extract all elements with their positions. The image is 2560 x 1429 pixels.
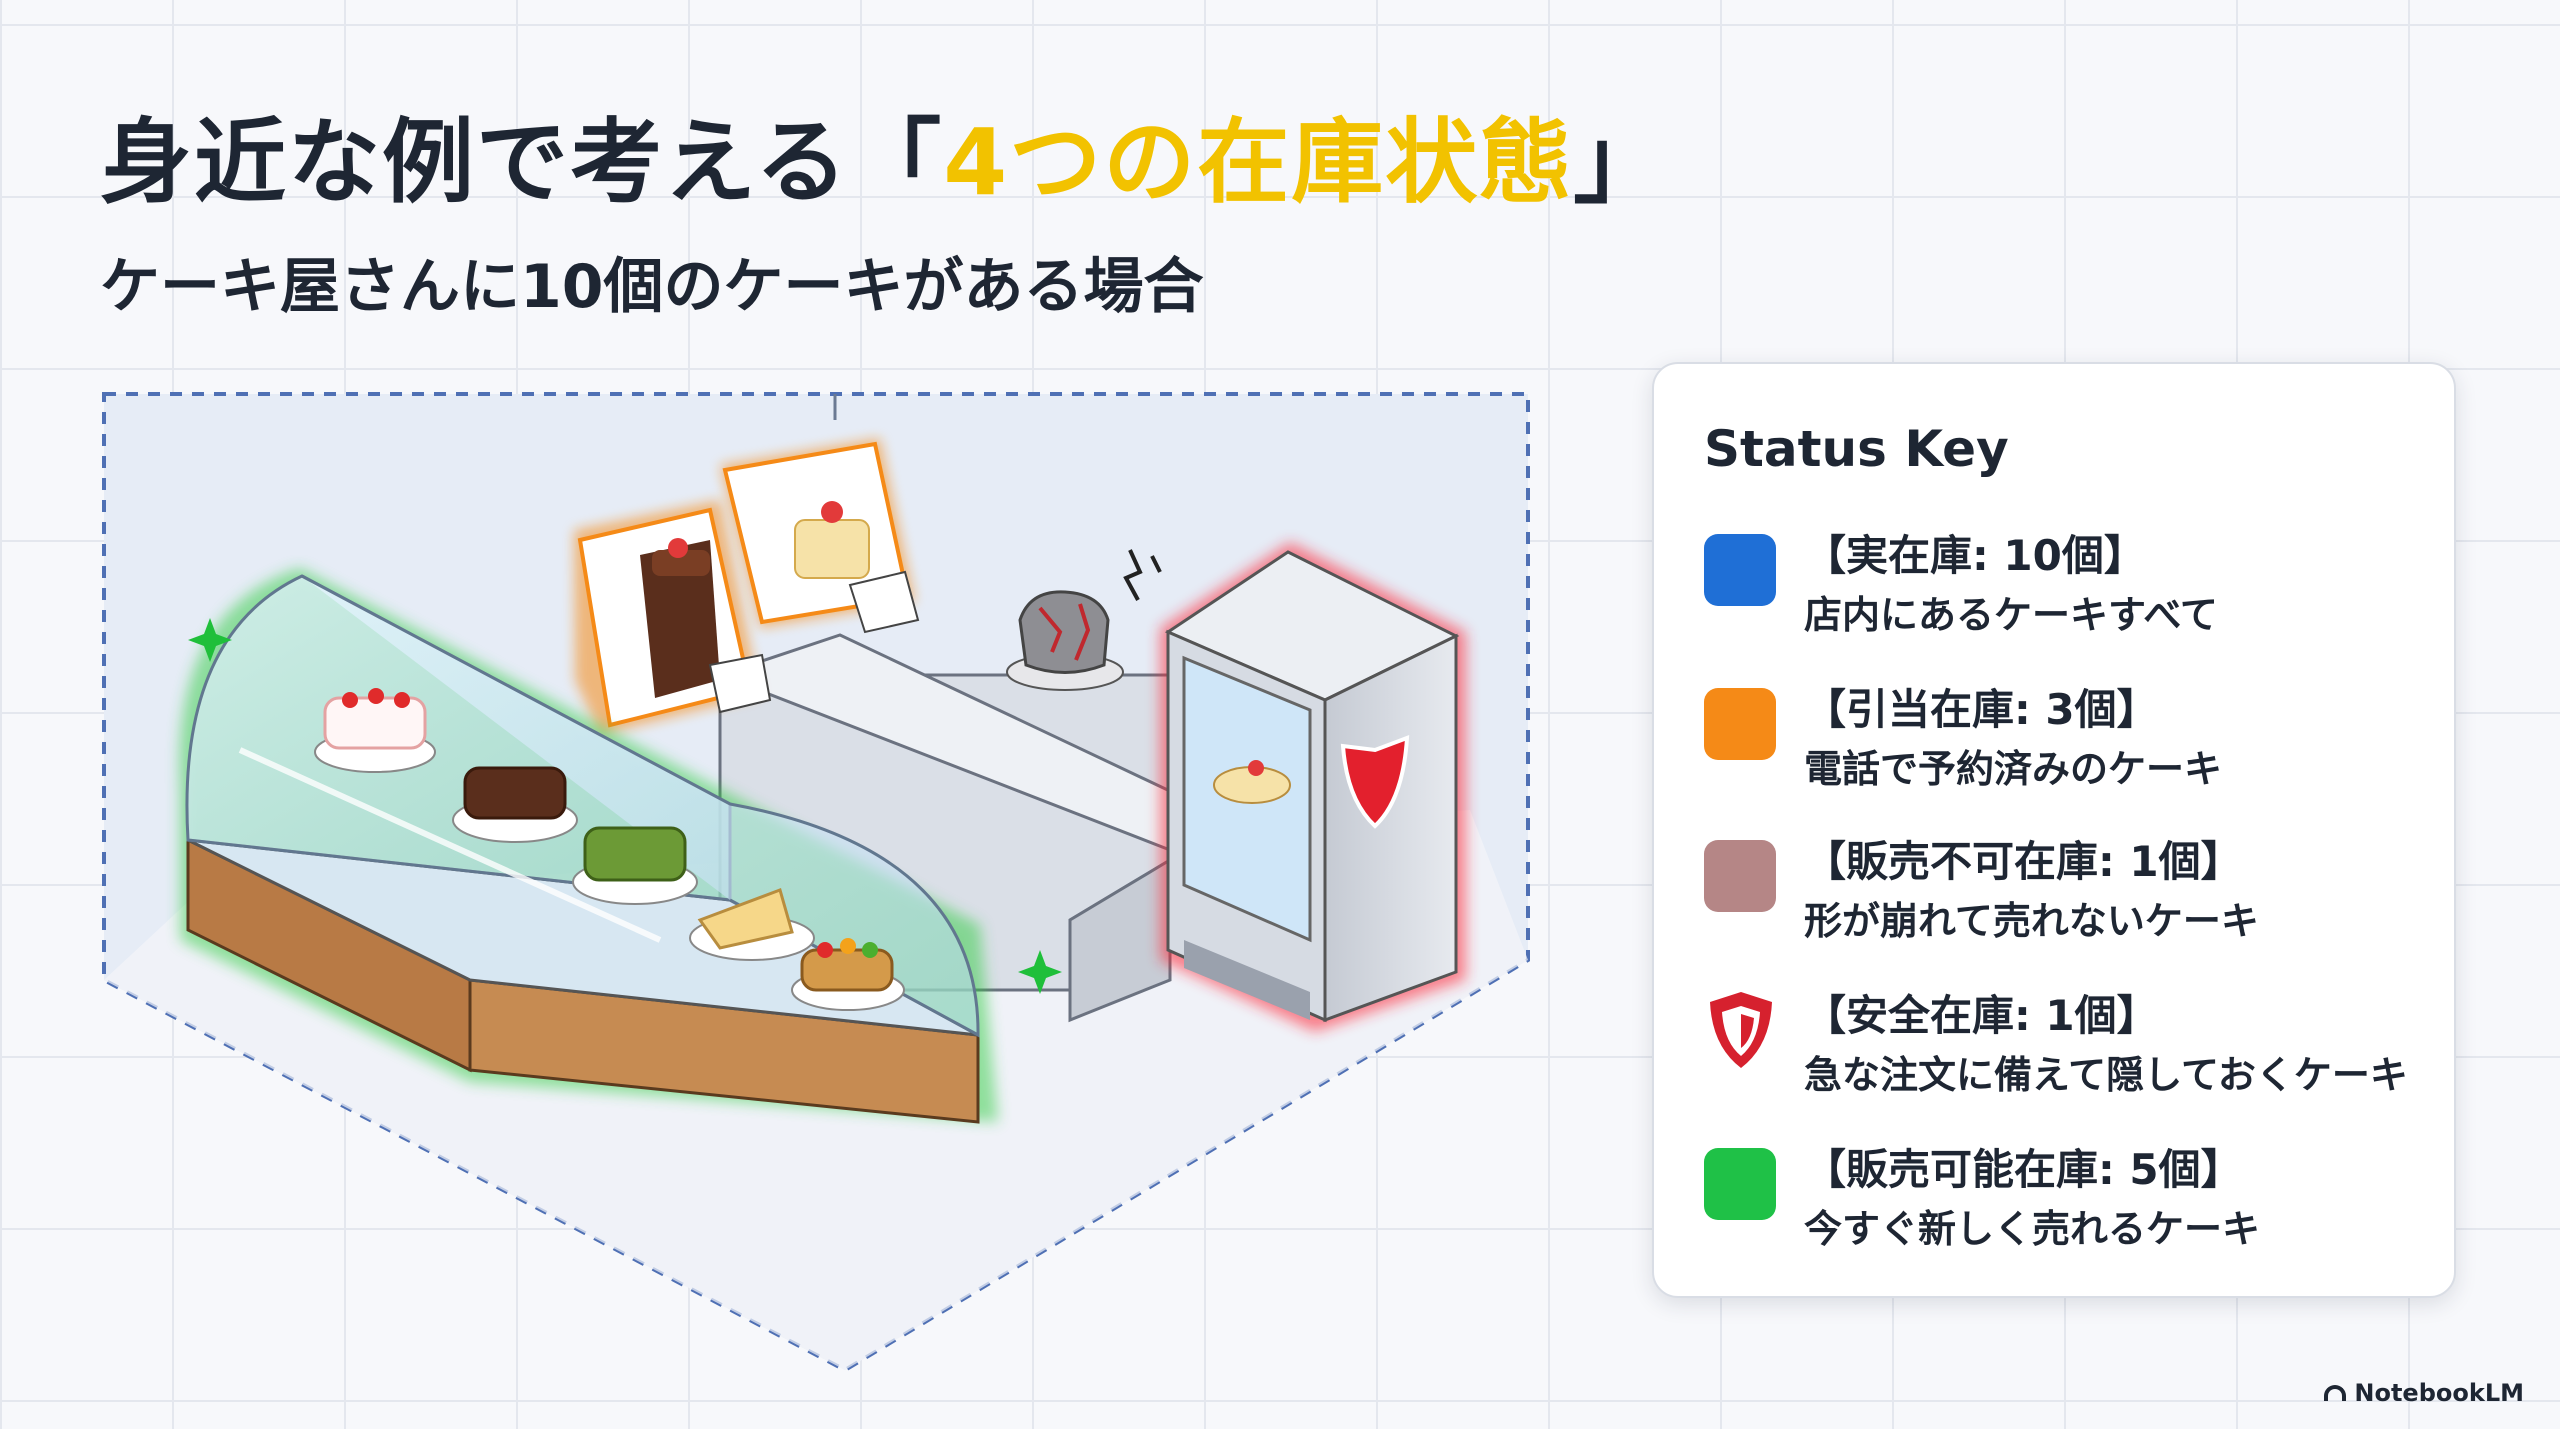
damaged-cake bbox=[1006, 549, 1162, 691]
cake-matcha bbox=[572, 826, 698, 905]
title-highlight: 4つの在庫状態 bbox=[943, 109, 1574, 216]
key-label: 【実在庫: 10個】 bbox=[1804, 531, 2146, 580]
status-key-panel: Status Key 【実在庫: 10個】 店内にあるケーキすべて 【引当在庫:… bbox=[1652, 362, 2456, 1298]
safety-fridge bbox=[1160, 542, 1466, 1032]
cake-box-cheesecake bbox=[722, 441, 920, 634]
orange-square-icon bbox=[1704, 688, 1776, 760]
key-desc: 電話で予約済みのケーキ bbox=[1804, 747, 2223, 791]
key-desc: 急な注文に備えて隠しておくケーキ bbox=[1804, 1053, 2408, 1097]
cake-cheesecake-slice bbox=[689, 888, 815, 961]
green-square-icon bbox=[1704, 1148, 1776, 1220]
key-item-actual-stock: 【実在庫: 10個】 店内にあるケーキすべて bbox=[1704, 520, 2434, 660]
cake-strawberry-shortcake bbox=[314, 688, 436, 773]
key-label: 【販売可能在庫: 5個】 bbox=[1804, 1145, 2243, 1194]
key-label: 【引当在庫: 3個】 bbox=[1804, 685, 2159, 734]
key-desc: 形が崩れて売れないケーキ bbox=[1804, 899, 2259, 943]
status-key-title: Status Key bbox=[1704, 420, 2009, 478]
key-item-available-stock: 【販売可能在庫: 5個】 今すぐ新しく売れるケーキ bbox=[1704, 1134, 2434, 1274]
title-suffix: 」 bbox=[1573, 109, 1668, 216]
shield-icon bbox=[1710, 992, 1772, 1068]
cake-shop-illustration bbox=[102, 392, 1530, 1373]
page-subtitle: ケーキ屋さんに10個のケーキがある場合 bbox=[100, 252, 1204, 322]
reserved-cakes bbox=[574, 438, 920, 735]
key-item-reserved-stock: 【引当在庫: 3個】 電話で予約済みのケーキ bbox=[1704, 674, 2434, 814]
notebooklm-logo-icon bbox=[2324, 1385, 2347, 1401]
rose-square-icon bbox=[1704, 840, 1776, 912]
page-title: 身近な例で考える「4つの在庫状態」 bbox=[100, 88, 1667, 221]
key-desc: 店内にあるケーキすべて bbox=[1804, 593, 2218, 637]
key-label: 【安全在庫: 1個】 bbox=[1804, 991, 2159, 1040]
brand-name: NotebookLM bbox=[2354, 1379, 2524, 1407]
key-item-safety-stock: 【安全在庫: 1個】 急な注文に備えて隠しておくケーキ bbox=[1704, 980, 2434, 1120]
display-case bbox=[179, 568, 1062, 1124]
brand-watermark: NotebookLM bbox=[2324, 1379, 2524, 1407]
cake-box-chocolate bbox=[577, 507, 772, 728]
cake-chocolate bbox=[452, 766, 578, 843]
key-label: 【販売不可在庫: 1個】 bbox=[1804, 837, 2243, 886]
title-prefix: 身近な例で考える「 bbox=[100, 109, 944, 216]
blue-square-icon bbox=[1704, 534, 1776, 606]
key-item-unsellable-stock: 【販売不可在庫: 1個】 形が崩れて売れないケーキ bbox=[1704, 826, 2434, 966]
key-desc: 今すぐ新しく売れるケーキ bbox=[1804, 1207, 2261, 1251]
cake-fruit-tart bbox=[791, 938, 905, 1011]
